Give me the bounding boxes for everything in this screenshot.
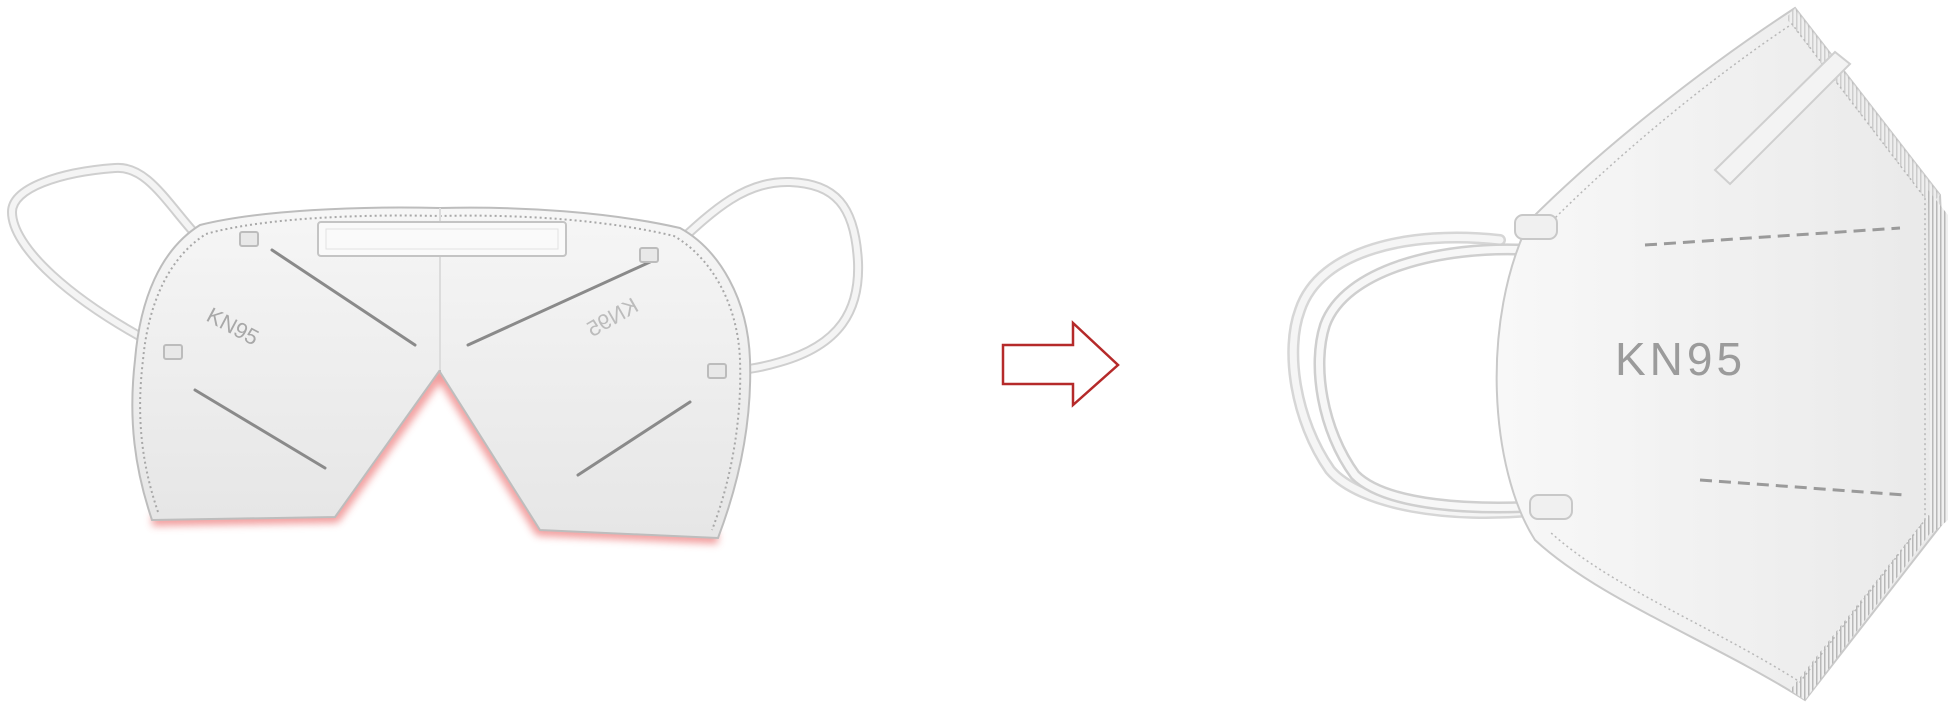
folded-mask-print: KN95 — [1615, 333, 1746, 385]
nose-strip — [318, 222, 566, 256]
arrow-shape — [1003, 323, 1118, 405]
mask-body-right-panel — [440, 208, 750, 538]
folded-mask: KN95 — [1293, 8, 1948, 700]
unfolded-mask: KN95 KN95 — [12, 168, 858, 538]
transform-arrow — [1003, 323, 1118, 405]
hatched-edge — [1928, 190, 1948, 535]
